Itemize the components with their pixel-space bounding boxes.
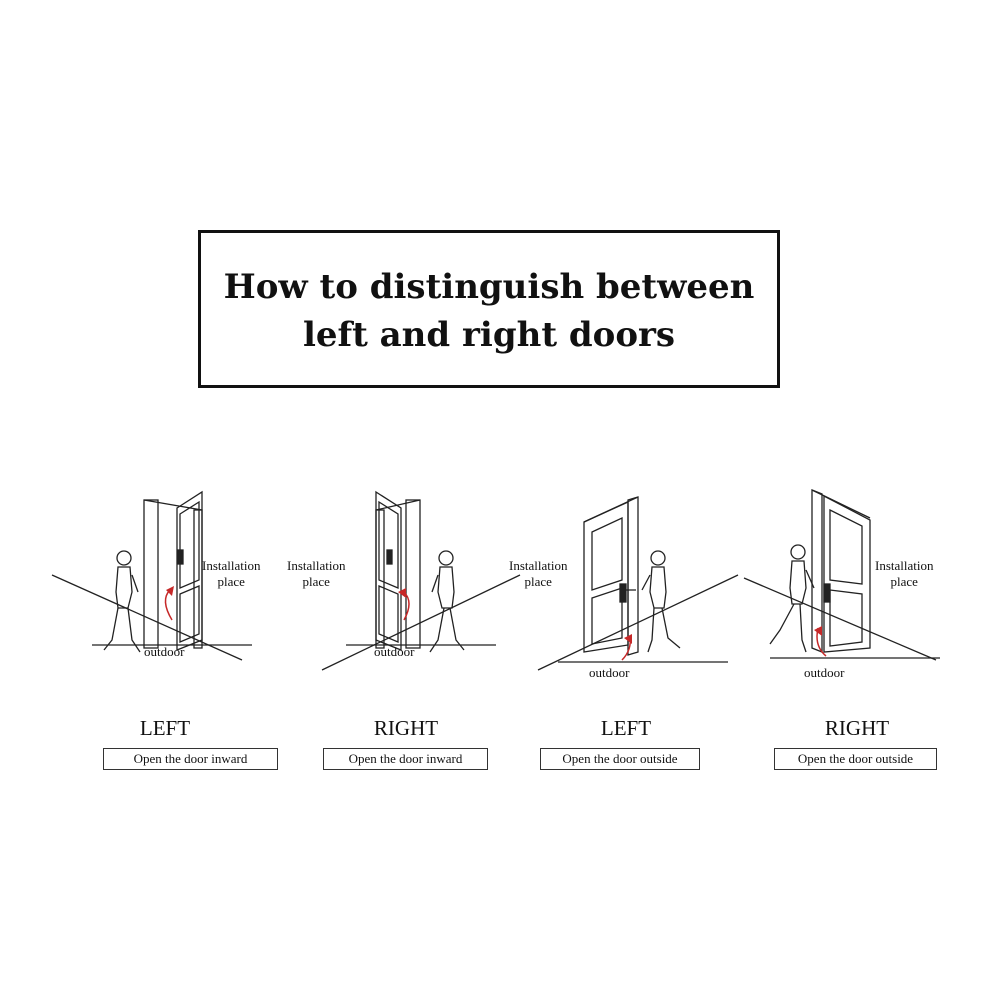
door-illustration-right-outside	[743, 489, 940, 661]
outdoor-label: outdoor	[144, 644, 185, 659]
title-line-1: How to distinguish between	[223, 267, 755, 307]
side-label: LEFT	[139, 716, 191, 740]
side-label: RIGHT	[373, 716, 439, 740]
side-label: LEFT	[600, 716, 652, 740]
outdoor-label: outdoor	[589, 665, 630, 680]
direction-label: Open the door inward	[103, 748, 278, 770]
direction-label: Open the door inward	[323, 748, 488, 770]
direction-label: Open the door outside	[774, 748, 937, 770]
direction-label: Open the door outside	[540, 748, 700, 770]
door-illustration-left-inward	[51, 490, 252, 661]
door-illustration-right-inward	[321, 490, 521, 671]
side-label: RIGHT	[824, 716, 890, 740]
title-box: How to distinguish between left and righ…	[198, 230, 780, 388]
title-line-2: left and right doors	[302, 315, 676, 355]
door-illustration-left-outside	[537, 496, 739, 671]
outdoor-label: outdoor	[374, 644, 415, 659]
outdoor-label: outdoor	[804, 665, 845, 680]
